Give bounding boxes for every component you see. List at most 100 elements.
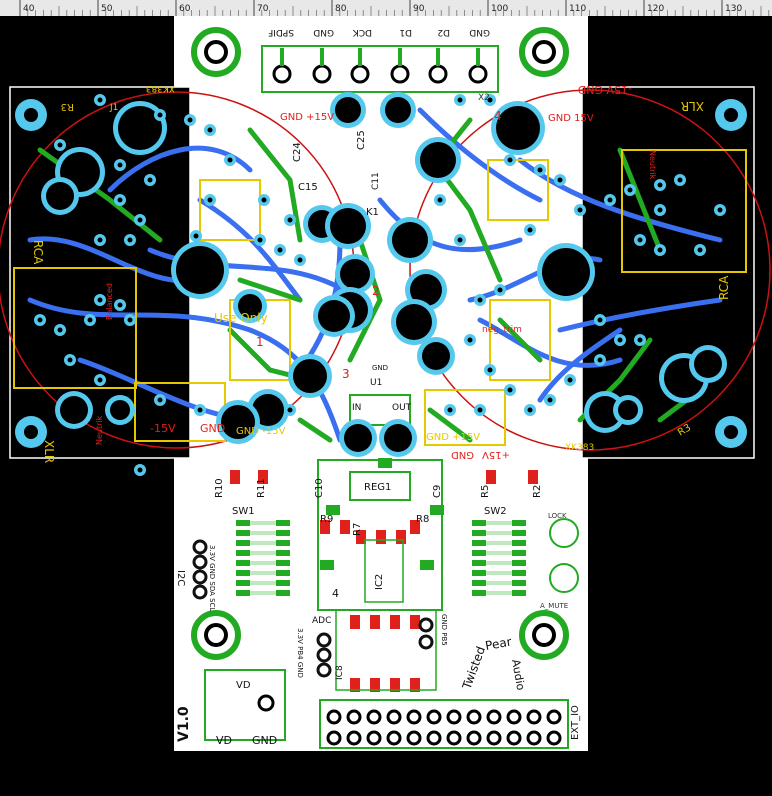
ruler-label: 80 [335,4,347,14]
center-gnd-small-label: GND [372,364,388,372]
mount-hole-top-left [191,27,241,77]
right-asv-label: +15V [482,449,510,460]
through-hole-pad [335,254,375,294]
pin-header-hole [316,647,332,663]
ext-io-pin [486,709,502,725]
header-pin: D2 [428,27,450,84]
smd-component [230,470,240,484]
ruler-label: 40 [23,4,35,14]
lock-label: LOCK [548,512,567,520]
switch-pad-row [472,560,526,566]
via [274,244,286,256]
left-balanced-label: Balanced [105,283,114,320]
via [34,314,46,326]
ext-io-pin [346,709,362,725]
header-pin: GND [312,27,334,84]
smd-component [410,520,420,534]
via [524,404,536,416]
via [574,204,586,216]
through-hole-pad [689,345,727,383]
switch-pad-row [472,550,526,556]
r2-label: R2 [532,485,543,498]
vd-label: VD [216,734,232,747]
switch-pad-row [472,580,526,586]
via [94,234,106,246]
via [674,174,686,186]
version-label: V1.0 [176,706,192,742]
left-xlr-label: XLR [42,440,56,463]
pin-header-hole [418,634,434,650]
via [190,230,202,242]
ruler-label: 100 [491,4,508,14]
smd-component [390,615,400,629]
r10-label: R10 [214,478,225,498]
via [134,464,146,476]
via [474,404,486,416]
left-xk383-label: XK383 [146,83,175,93]
right-xlr-label: XLR [681,99,704,113]
via [144,174,156,186]
reg1-label: REG1 [364,482,391,493]
right-xk383-label: XK383 [565,443,594,453]
switch-pad-row [236,560,290,566]
adc-label: ADC [312,616,331,626]
ruler-tick: 70 [253,0,325,16]
smd-component [486,470,496,484]
header-pin-label: D1 [399,27,412,37]
smd-pad [320,560,334,570]
ext-io-pin [366,730,382,746]
right-gnd-label: GND [451,449,474,460]
via [94,94,106,106]
through-hole-pad [55,391,93,429]
via [124,234,136,246]
mute-label: A_MUTE [540,602,568,610]
smd-component [350,678,360,692]
ext-io-pin [446,709,462,725]
center-num-4: 4 [494,109,502,123]
ruler-tick: 50 [97,0,169,16]
audio-label: Audio [509,658,527,691]
via [534,164,546,176]
via [504,154,516,166]
c9-label: C9 [432,485,443,498]
ext-io-pin [326,730,342,746]
via [294,254,306,266]
right-15v-gnd-label: -15V GND [578,83,632,96]
via [258,194,270,206]
ruler-tick: 100 [487,0,559,16]
via [454,94,466,106]
switch-pad-row [236,540,290,546]
ruler-tick: 60 [175,0,247,16]
center-gnd-minus15-label: GND -15V [236,426,285,437]
via [594,354,606,366]
through-hole-pad [288,354,332,398]
via [154,394,166,406]
mount-hole-bottom-right [519,610,569,660]
via [84,314,96,326]
ext-io-pin [446,730,462,746]
pads-layer [34,92,727,476]
pb5-label: GND PB5 [440,614,448,646]
via [114,159,126,171]
ext-io-pin [466,730,482,746]
via [194,404,206,416]
ext-io-pin [366,709,382,725]
header-pin: SPDIF [268,27,294,84]
c15-label: C15 [298,182,318,193]
smd-component [258,470,268,484]
via [224,154,236,166]
via [64,354,76,366]
ext-io-pin [386,730,402,746]
through-hole-pad [537,243,595,301]
via [124,314,136,326]
r8-label: R8 [416,514,429,525]
center-gnd-plus15-label: GND +15V [426,432,480,443]
through-hole-pad [41,177,79,215]
via [484,94,496,106]
ext-io-pin [546,709,562,725]
through-hole-pad [216,400,260,444]
adc-pins-label: 3.3V PB4 GND [296,628,304,678]
ruler-tick: 90 [409,0,481,16]
